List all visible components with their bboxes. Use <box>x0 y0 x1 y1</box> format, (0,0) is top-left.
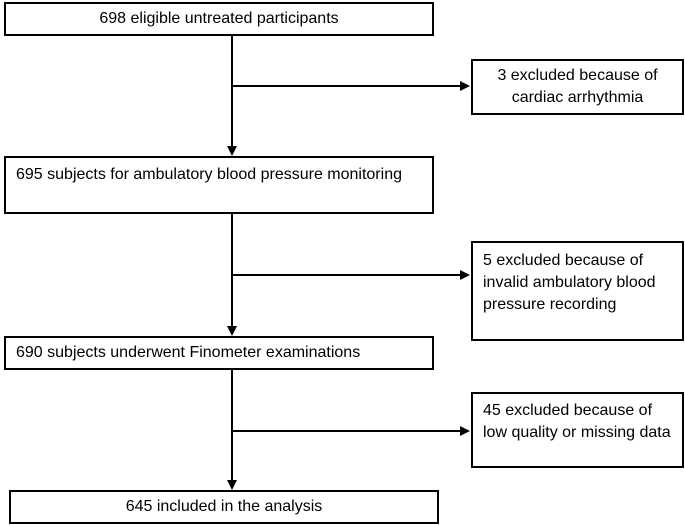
exclusion-cardiac-arrhythmia: 3 excluded because of cardiac arrhythmia <box>471 59 684 115</box>
step-included-analysis-text: 645 included in the analysis <box>125 498 323 515</box>
step-ambulatory-monitoring: 695 subjects for ambulatory blood pressu… <box>4 156 434 214</box>
exclusion-invalid-recording-text: 5 excluded because of invalid ambulatory… <box>483 252 656 313</box>
step-finometer-examinations: 690 subjects underwent Finometer examina… <box>4 336 434 370</box>
step-eligible-participants-text: 698 eligible untreated participants <box>99 10 339 27</box>
exclusion-low-quality-data: 45 excluded because of low quality or mi… <box>471 392 684 468</box>
step-finometer-examinations-text: 690 subjects underwent Finometer examina… <box>16 344 361 361</box>
exclusion-invalid-recording: 5 excluded because of invalid ambulatory… <box>471 241 684 341</box>
step-eligible-participants: 698 eligible untreated participants <box>4 2 434 36</box>
step-ambulatory-monitoring-text: 695 subjects for ambulatory blood pressu… <box>16 166 402 183</box>
exclusion-cardiac-arrhythmia-text: 3 excluded because of cardiac arrhythmia <box>497 67 658 106</box>
exclusion-low-quality-data-text: 45 excluded because of low quality or mi… <box>483 402 671 441</box>
step-included-analysis: 645 included in the analysis <box>9 490 439 524</box>
